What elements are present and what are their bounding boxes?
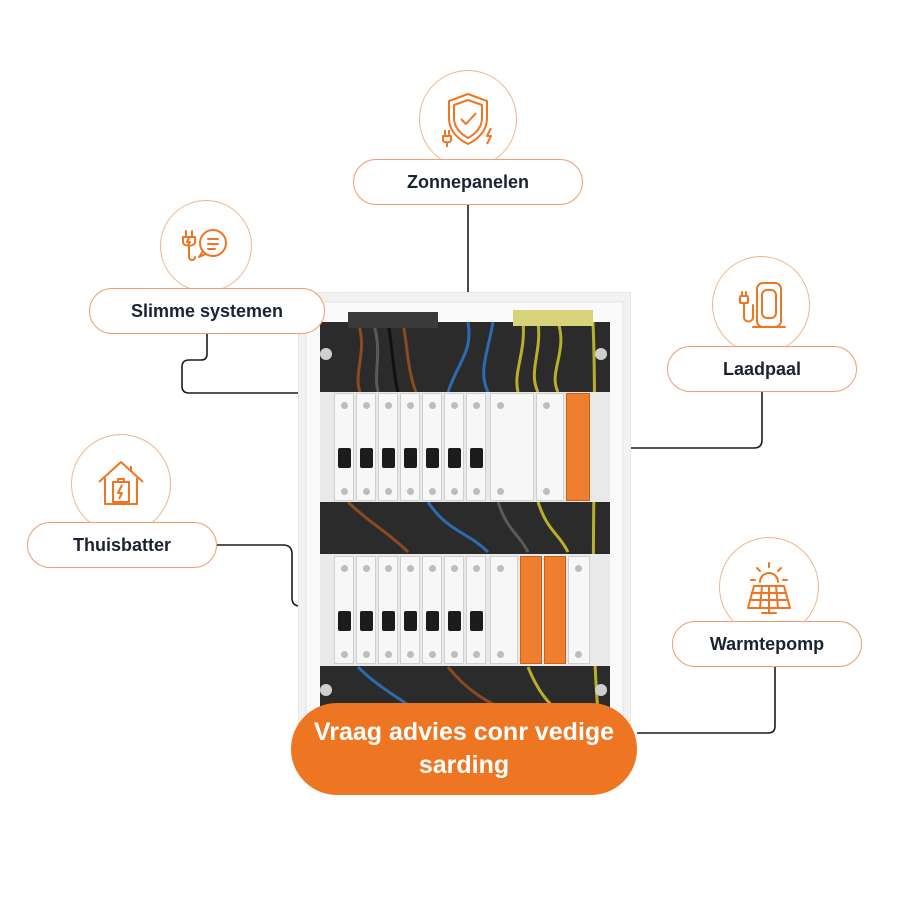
breaker (378, 556, 398, 664)
ev-charger-icon (739, 282, 786, 328)
breaker (378, 393, 398, 501)
breaker (356, 556, 376, 664)
breaker (444, 393, 464, 501)
breaker (400, 393, 420, 501)
label-slimme-systemen[interactable]: Slimme systemen (89, 288, 325, 334)
rcd-switch (536, 393, 564, 501)
breaker (466, 556, 486, 664)
surge-protector (520, 556, 542, 664)
surge-protector (566, 393, 590, 501)
label-thuisbatter[interactable]: Thuisbatter (27, 522, 217, 568)
plug-chat-icon (182, 229, 227, 261)
breaker (400, 556, 420, 664)
label-laadpaal[interactable]: Laadpaal (667, 346, 857, 392)
breaker (356, 393, 376, 501)
breaker (422, 556, 442, 664)
left-lower-icon-circle (71, 434, 171, 534)
rcd-switch (490, 393, 534, 501)
advice-cta-button[interactable]: Vraag advies conr vedige sarding (291, 703, 637, 795)
label-warmtepomp[interactable]: Warmtepomp (672, 621, 862, 667)
electrical-panel (297, 291, 632, 733)
solar-panel-icon (747, 562, 791, 614)
house-battery-icon (98, 461, 144, 505)
breaker (568, 556, 590, 664)
surge-protector (544, 556, 566, 664)
right-upper-icon-circle (712, 256, 810, 354)
shield-plug-icon (442, 93, 492, 147)
rcd-switch (490, 556, 518, 664)
top-icon-circle (419, 70, 517, 168)
breaker (334, 556, 354, 664)
breaker (334, 393, 354, 501)
breaker (444, 556, 464, 664)
left-upper-icon-circle (160, 200, 252, 292)
breaker (466, 393, 486, 501)
panel-illustration (297, 291, 632, 733)
label-zonnepanelen[interactable]: Zonnepanelen (353, 159, 583, 205)
breaker (422, 393, 442, 501)
